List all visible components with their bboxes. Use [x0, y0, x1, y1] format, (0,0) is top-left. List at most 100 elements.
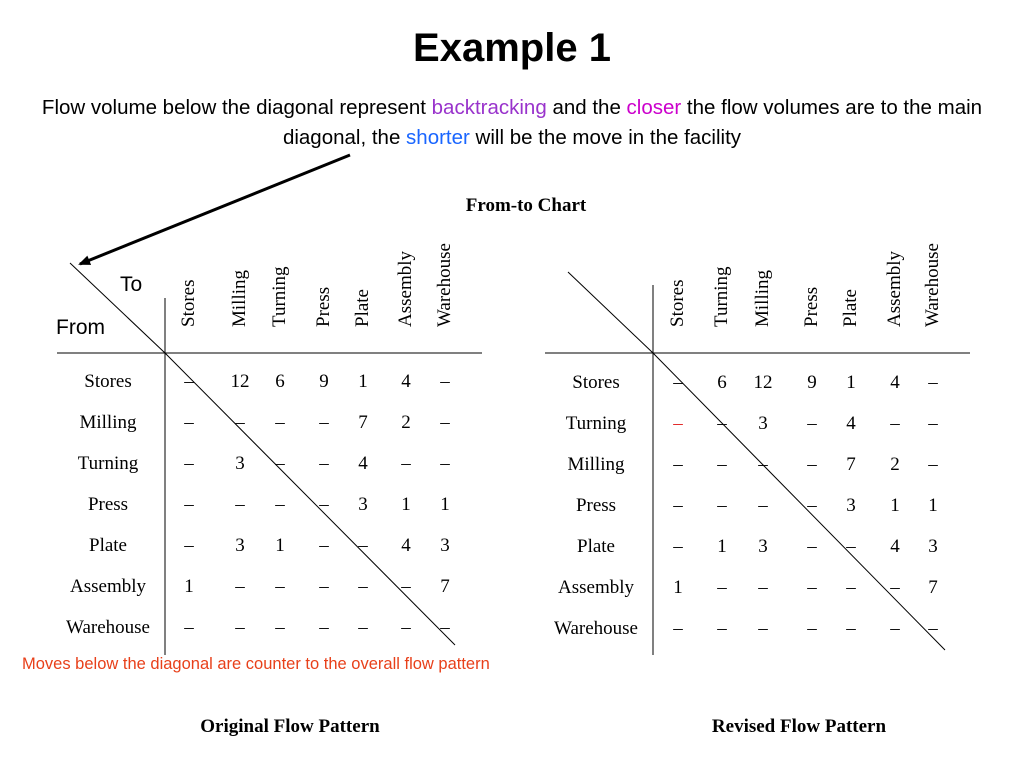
subtitle-text-1: Flow volume below the diagonal represent — [41, 96, 432, 119]
chart-title: From-to Chart — [465, 195, 587, 216]
table-cell: – — [275, 617, 285, 638]
table-cell: 1 — [673, 577, 683, 598]
table-cell: – — [319, 453, 329, 474]
table-cell: – — [440, 453, 450, 474]
pointer-arrow — [78, 153, 351, 266]
column-header: Press — [801, 286, 822, 327]
table-cell: 7 — [846, 454, 856, 475]
table-cell: – — [275, 494, 285, 515]
table-cell: – — [717, 495, 727, 516]
table-cell: 9 — [319, 371, 329, 392]
table-cell: – — [235, 617, 245, 638]
row-header: Warehouse — [554, 618, 638, 639]
table-cell: – — [184, 371, 194, 392]
table-cell: 3 — [440, 535, 450, 556]
table-cell: 6 — [275, 371, 285, 392]
table-cell: 1 — [401, 494, 411, 515]
table-cell: – — [319, 412, 329, 433]
row-header: Milling — [79, 412, 137, 433]
row-header: Press — [87, 494, 129, 515]
table-cell: 4 — [846, 413, 856, 434]
table-cell: 2 — [890, 454, 900, 475]
column-header: Stores — [667, 279, 688, 328]
original-main-diagonal — [164, 352, 456, 646]
table-cell: – — [235, 576, 245, 597]
table-cell: – — [717, 454, 727, 475]
table-cell: 3 — [758, 536, 768, 557]
row-header: Turning — [77, 453, 139, 474]
table-cell: – — [717, 577, 727, 598]
table-cell: – — [319, 535, 329, 556]
table-cell: – — [807, 536, 817, 557]
table-cell: 1 — [275, 535, 285, 556]
column-header: Milling — [752, 269, 773, 327]
table-cell: 3 — [235, 535, 245, 556]
column-header: Turning — [269, 266, 290, 327]
table-cell: 1 — [846, 372, 856, 393]
table-cell: 7 — [928, 577, 938, 598]
subtitle-text-3: the flow volumes are to the main diagona… — [282, 96, 983, 149]
from-label: From — [56, 316, 105, 339]
table-cell: – — [319, 494, 329, 515]
table-cell: 9 — [807, 372, 817, 393]
column-header: Press — [313, 286, 334, 327]
table-cell: 7 — [440, 576, 450, 597]
table-cell: – — [928, 413, 938, 434]
footnote: Moves below the diagonal are counter to … — [22, 655, 490, 673]
table-cell: 1 — [440, 494, 450, 515]
row-header: Stores — [84, 371, 132, 392]
subtitle-shorter: shorter — [406, 126, 470, 149]
table-cell: – — [401, 617, 411, 638]
to-label: To — [120, 273, 143, 296]
table-cell: – — [184, 535, 194, 556]
table-cell: – — [673, 372, 683, 393]
table-cell: – — [758, 618, 768, 639]
table-cell: – — [717, 413, 727, 434]
table-cell: – — [807, 454, 817, 475]
row-header: Press — [575, 495, 617, 516]
table-cell: 1 — [717, 536, 727, 557]
subtitle-backtracking: backtracking — [431, 96, 547, 119]
table-cell: – — [184, 412, 194, 433]
row-header: Assembly — [70, 576, 146, 597]
table-cell: – — [717, 618, 727, 639]
table-cell: 6 — [717, 372, 727, 393]
table-cell: – — [928, 454, 938, 475]
table-cell: – — [440, 617, 450, 638]
table-cell: – — [928, 618, 938, 639]
row-header: Warehouse — [66, 617, 150, 638]
table-cell: 7 — [358, 412, 368, 433]
revised-caption: Revised Flow Pattern — [711, 716, 887, 737]
table-cell: 1 — [928, 495, 938, 516]
table-cell: 1 — [184, 576, 194, 597]
column-header: Turning — [711, 266, 732, 327]
column-header: Plate — [352, 289, 373, 327]
original-corner-diagonal — [69, 262, 166, 354]
revised-corner-diagonal — [567, 271, 654, 354]
table-cell: – — [440, 412, 450, 433]
table-cell: – — [673, 495, 683, 516]
table-cell: 4 — [401, 535, 411, 556]
table-cell: 3 — [235, 453, 245, 474]
table-cell: – — [184, 453, 194, 474]
table-cell: – — [401, 576, 411, 597]
table-cell: 3 — [928, 536, 938, 557]
table-cell: 2 — [401, 412, 411, 433]
table-cell: – — [673, 413, 683, 434]
table-cell: – — [758, 454, 768, 475]
table-cell: – — [807, 618, 817, 639]
subtitle-text-2: and the — [546, 96, 627, 119]
table-cell: 4 — [890, 536, 900, 557]
row-header: Plate — [89, 535, 127, 556]
table-cell: – — [358, 617, 368, 638]
table-cell: – — [673, 536, 683, 557]
table-cell: – — [440, 371, 450, 392]
column-header: Milling — [229, 269, 250, 327]
table-cell: 3 — [846, 495, 856, 516]
revised-main-diagonal — [652, 352, 946, 651]
table-cell: – — [673, 618, 683, 639]
table-cell: – — [890, 577, 900, 598]
table-cell: 4 — [890, 372, 900, 393]
original-caption: Original Flow Pattern — [200, 716, 380, 737]
